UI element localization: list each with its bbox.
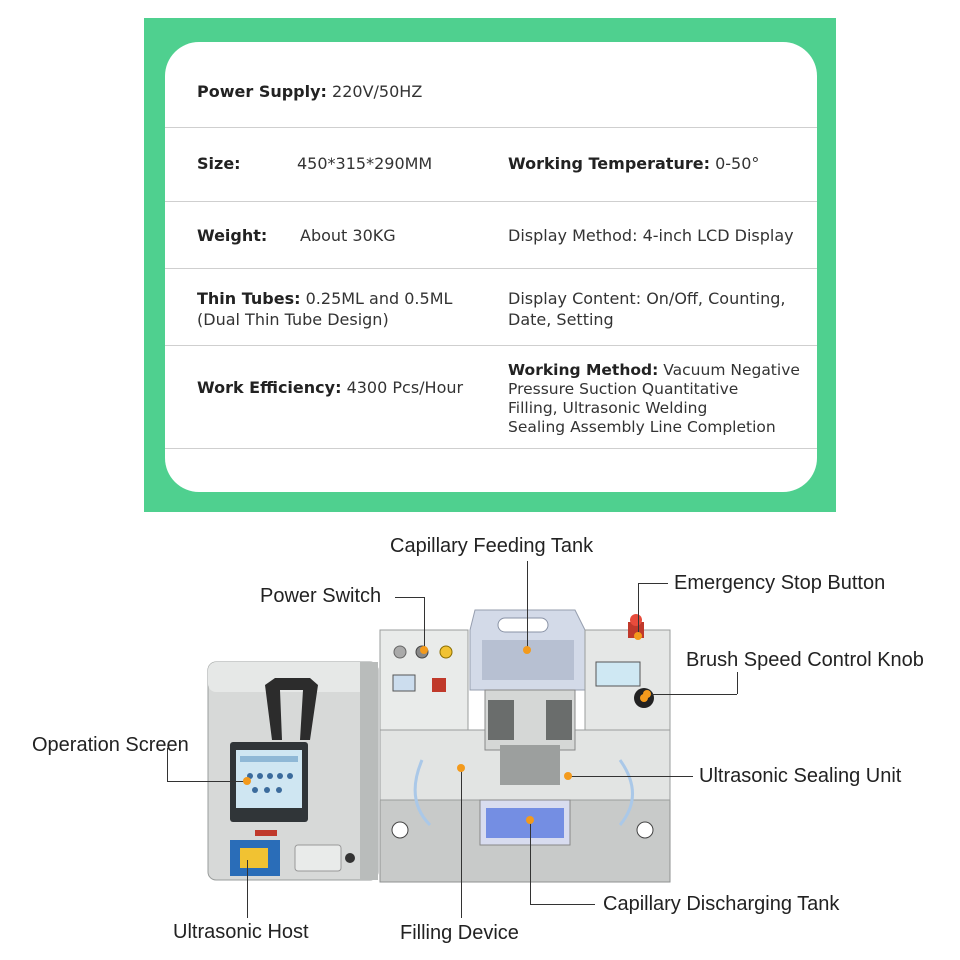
spec-value: 4300 Pcs/Hour (346, 378, 464, 397)
spec-label: Size: (197, 154, 241, 173)
spec-value: On/Off, Counting, (646, 289, 786, 308)
label-ultrasonic-host: Ultrasonic Host (173, 921, 309, 943)
leader-capillary-feeding-tank (527, 561, 528, 653)
marker-dot (420, 646, 428, 654)
spec-label: Working Temperature: (508, 154, 710, 173)
spec-size-value: 450*315*290MM (297, 154, 432, 174)
leader-emergency-stop (638, 583, 668, 584)
label-operation-screen: Operation Screen (32, 734, 189, 756)
label-brush-speed-control-knob: Brush Speed Control Knob (686, 649, 924, 671)
spec-value: 450*315*290MM (297, 154, 433, 173)
leader-ultrasonic-host (247, 860, 248, 918)
marker-dot (564, 772, 572, 780)
spec-weight-value: About 30KG (300, 226, 396, 246)
divider (165, 448, 817, 449)
marker-dot (643, 690, 651, 698)
marker-dot (243, 777, 251, 785)
marker-dot (526, 816, 534, 824)
leader-emergency-stop (638, 583, 639, 638)
spec-label: Display Method: (508, 226, 638, 245)
label-capillary-feeding-tank: Capillary Feeding Tank (390, 535, 594, 557)
divider (165, 127, 817, 128)
marker-dot (634, 632, 642, 640)
leader-operation-screen (167, 781, 247, 782)
spec-value: 220V/50HZ (332, 82, 423, 101)
divider (165, 201, 817, 202)
leader-discharging-tank (530, 820, 531, 904)
spec-working-method-line2: Pressure Suction Quantitative (508, 380, 739, 398)
leader-operation-screen (167, 748, 168, 781)
label-filling-device: Filling Device (400, 922, 519, 944)
label-capillary-discharging-tank: Capillary Discharging Tank (603, 893, 840, 915)
marker-dot (457, 764, 465, 772)
label-ultrasonic-sealing-unit: Ultrasonic Sealing Unit (699, 765, 902, 787)
spec-value: About 30KG (300, 226, 396, 245)
leader-brush-knob (737, 672, 738, 694)
spec-label: Power Supply: (197, 82, 327, 101)
spec-working-temperature: Working Temperature: 0-50° (508, 154, 759, 174)
leader-ultrasonic-sealing (570, 776, 693, 777)
spec-working-method-line4: Sealing Assembly Line Completion (508, 418, 776, 436)
spec-display-content-line2: Date, Setting (508, 310, 614, 329)
spec-value: 4-inch LCD Display (642, 226, 794, 245)
spec-label: Working Method: (508, 361, 659, 379)
divider (165, 345, 817, 346)
divider (165, 268, 817, 269)
spec-power-supply: Power Supply: 220V/50HZ (197, 82, 422, 102)
spec-size-label: Size: (197, 154, 241, 174)
ultrasonic-host-body (207, 661, 379, 881)
machine-illustration (207, 609, 671, 883)
spec-label: Display Content: (508, 289, 642, 308)
spec-weight-label: Weight: (197, 226, 267, 246)
spec-value: Vacuum Negative (663, 361, 800, 379)
leader-brush-knob (647, 694, 737, 695)
spec-working-method: Working Method: Vacuum Negative (508, 361, 800, 380)
spec-work-efficiency: Work Efficiency: 4300 Pcs/Hour (197, 378, 463, 398)
leader-power-switch (395, 597, 424, 598)
spec-display-method: Display Method: 4-inch LCD Display (508, 226, 794, 246)
spec-thin-tubes-note: (Dual Thin Tube Design) (197, 310, 389, 329)
spec-display-content: Display Content: On/Off, Counting, (508, 289, 785, 309)
leader-filling-device (461, 768, 462, 918)
spec-working-method-line3: Filling, Ultrasonic Welding (508, 399, 708, 417)
leader-discharging-tank (530, 904, 595, 905)
label-emergency-stop-button: Emergency Stop Button (674, 572, 886, 594)
spec-card (165, 42, 817, 492)
label-power-switch: Power Switch (260, 585, 382, 607)
spec-label: Work Efficiency: (197, 378, 342, 397)
marker-dot (523, 646, 531, 654)
spec-label: Weight: (197, 226, 268, 245)
leader-power-switch (424, 597, 425, 652)
spec-value: 0.25ML and 0.5ML (305, 289, 453, 308)
spec-label: Thin Tubes: (197, 289, 301, 308)
spec-thin-tubes: Thin Tubes: 0.25ML and 0.5ML (197, 289, 452, 309)
spec-value: 0-50° (715, 154, 760, 173)
